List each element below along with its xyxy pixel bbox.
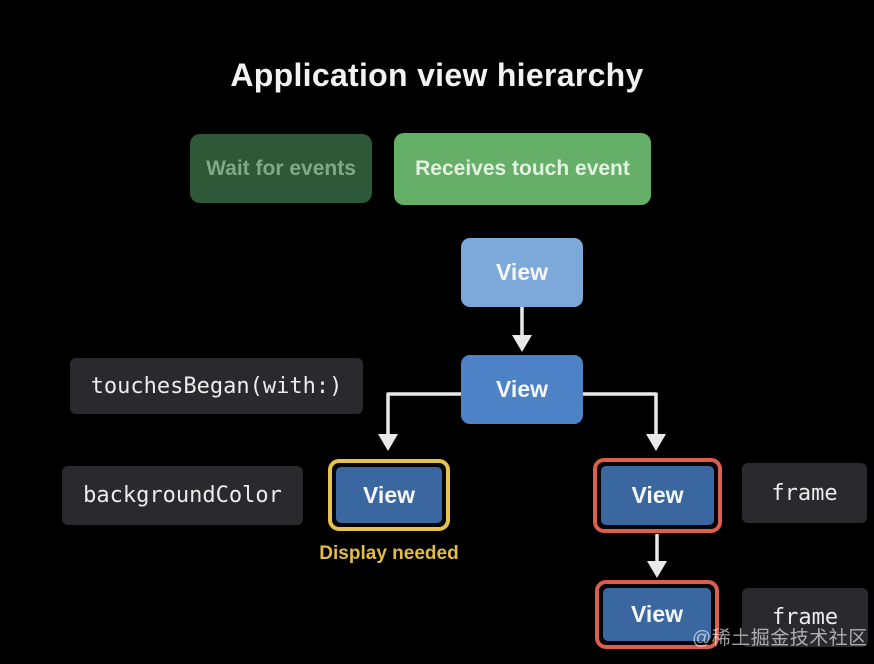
- receives-touch-event-badge: Receives touch event: [394, 133, 651, 205]
- wait-for-events-label: Wait for events: [206, 156, 356, 180]
- wait-for-events-badge: Wait for events: [190, 134, 372, 203]
- code-label-touches-began: touchesBegan(with:): [70, 358, 363, 414]
- node-right-child-view-label: View: [601, 466, 714, 525]
- watermark: @稀土掘金技术社区: [692, 628, 868, 649]
- arrowhead-root-to-child: [512, 335, 532, 352]
- code-label-frame-right-leaf: frame: [742, 588, 868, 647]
- code-label-frame-right-child-text: frame: [771, 480, 838, 506]
- slide-title: Application view hierarchy: [230, 57, 644, 93]
- node-left-leaf-view-label: View: [336, 467, 442, 523]
- arrow-child-to-right-child: [583, 392, 658, 436]
- node-right-leaf-view-label: View: [603, 588, 711, 641]
- arrowhead-child-to-right-child: [646, 434, 666, 451]
- code-label-frame-right-child: frame: [742, 463, 867, 523]
- node-child-view: View: [461, 355, 583, 424]
- code-label-background-color-text: backgroundColor: [83, 483, 282, 508]
- code-label-background-color: backgroundColor: [62, 466, 303, 525]
- code-label-touches-began-text: touchesBegan(with:): [90, 373, 343, 399]
- node-right-leaf-view-highlighted-red: View: [595, 580, 719, 649]
- arrowhead-right-child-to-right-leaf: [647, 561, 667, 578]
- node-root-view: View: [461, 238, 583, 307]
- receives-touch-event-label: Receives touch event: [415, 157, 630, 180]
- node-child-view-label: View: [496, 376, 548, 402]
- code-label-frame-right-leaf-text: frame: [771, 605, 839, 630]
- arrowhead-child-to-left-leaf: [378, 434, 398, 451]
- node-right-child-view-highlighted-red: View: [593, 458, 722, 533]
- node-left-leaf-view-highlighted-yellow: View: [328, 459, 450, 531]
- display-needed-annotation: Display needed: [319, 543, 459, 564]
- arrow-child-to-left-leaf: [386, 392, 461, 436]
- node-root-view-label: View: [496, 259, 548, 285]
